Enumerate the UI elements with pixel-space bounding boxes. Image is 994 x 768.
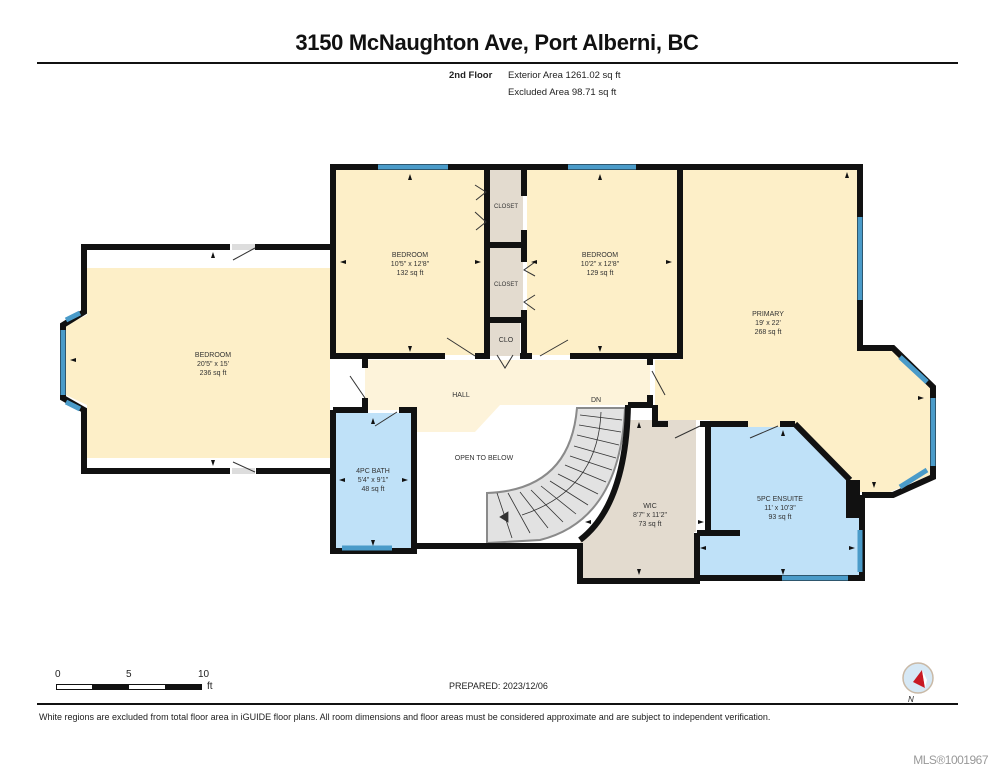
floor-name: 2nd Floor — [449, 70, 493, 81]
disclaimer-text: White regions are excluded from total fl… — [39, 712, 771, 722]
svg-text:73 sq ft: 73 sq ft — [639, 521, 662, 528]
hall-fill — [365, 360, 650, 432]
room-area: 48 sq ft — [362, 486, 385, 493]
svg-text:48 sq ft: 48 sq ft — [362, 486, 385, 493]
room-labels: BEDROOM 20'5" x 15' 236 sq ft BEDROOM 10… — [195, 204, 803, 528]
bedroom-2-fill — [335, 170, 485, 355]
primary-fill — [655, 170, 930, 492]
header-divider — [37, 62, 958, 64]
svg-text:BEDROOM: BEDROOM — [392, 252, 428, 259]
svg-text:8'7" x 11'2": 8'7" x 11'2" — [633, 512, 667, 519]
svg-text:132 sq ft: 132 sq ft — [397, 270, 424, 277]
closet-1-fill — [488, 170, 523, 242]
room-area: 132 sq ft — [397, 270, 424, 277]
svg-text:268 sq ft: 268 sq ft — [755, 329, 782, 336]
scale-bar-graphic — [56, 684, 202, 690]
ensuite-wall-block — [846, 480, 860, 518]
prepared-date: PREPARED: 2023/12/06 — [449, 681, 548, 691]
svg-text:4PC BATH: 4PC BATH — [356, 468, 390, 475]
compass-north-label: N — [908, 695, 914, 704]
clo-label: CLO — [499, 337, 514, 344]
svg-text:BEDROOM: BEDROOM — [582, 252, 618, 259]
open-to-below-label: OPEN TO BELOW — [455, 455, 514, 462]
room-dims: 19' x 22' — [755, 320, 781, 327]
stair-fill — [486, 407, 627, 545]
room-name: 5PC ENSUITE — [757, 496, 803, 503]
dimension-arrows — [70, 172, 924, 575]
room-area: 236 sq ft — [200, 370, 227, 377]
scale-tick-5: 5 — [126, 669, 132, 680]
svg-text:236 sq ft: 236 sq ft — [200, 370, 227, 377]
room-dims: 10'5" x 12'8" — [391, 261, 430, 268]
hall-label: HALL — [452, 392, 470, 399]
room-area: 93 sq ft — [769, 514, 792, 521]
svg-text:19' x 22': 19' x 22' — [755, 320, 781, 327]
closet-label: CLOSET — [494, 204, 518, 210]
bath-4pc-fill — [335, 413, 411, 548]
svg-text:93 sq ft: 93 sq ft — [769, 514, 792, 521]
room-dims: 11' x 10'3" — [764, 505, 796, 512]
compass-icon: N — [902, 662, 934, 704]
stair-treads — [496, 411, 623, 539]
footer-divider — [37, 703, 958, 705]
svg-text:10'5" x 12'8": 10'5" x 12'8" — [391, 261, 430, 268]
closet-label: CLOSET — [494, 282, 518, 288]
windows — [60, 164, 936, 581]
room-fills — [66, 170, 930, 578]
room-dims: 10'2" x 12'8" — [581, 261, 620, 268]
room-dims: 20'5" x 15' — [197, 361, 229, 368]
room-area: 73 sq ft — [639, 521, 662, 528]
bedroom-left-margin-bottom — [87, 458, 330, 468]
ensuite-fill — [697, 427, 860, 578]
mls-watermark: MLS®1001967 — [913, 753, 988, 767]
scale-tick-10: 10 — [198, 669, 210, 680]
excluded-area: Excluded Area 98.71 sq ft — [508, 87, 617, 98]
wic-fill — [580, 420, 696, 578]
svg-text:5'4" x 9'1": 5'4" x 9'1" — [358, 477, 389, 484]
room-area: 129 sq ft — [587, 270, 614, 277]
svg-text:11' x 10'3": 11' x 10'3" — [764, 505, 796, 512]
room-name: BEDROOM — [195, 352, 231, 359]
exterior-area: Exterior Area 1261.02 sq ft — [508, 70, 621, 81]
svg-text:20'5" x 15': 20'5" x 15' — [197, 361, 229, 368]
room-name: BEDROOM — [392, 252, 428, 259]
bedroom-left-margin-top — [87, 250, 330, 268]
svg-text:10'2" x 12'8": 10'2" x 12'8" — [581, 261, 620, 268]
room-name: WIC — [643, 503, 657, 510]
svg-text:PRIMARY: PRIMARY — [752, 311, 784, 318]
room-name: PRIMARY — [752, 311, 784, 318]
scale-unit: ft — [207, 681, 213, 692]
bedroom-3-fill — [527, 170, 677, 355]
room-name: BEDROOM — [582, 252, 618, 259]
closet-2-fill — [488, 248, 523, 318]
room-name: 4PC BATH — [356, 468, 390, 475]
scale-tick-0: 0 — [55, 669, 61, 680]
property-address-title: 3150 McNaughton Ave, Port Alberni, BC — [295, 30, 699, 55]
svg-text:BEDROOM: BEDROOM — [195, 352, 231, 359]
bedroom-left-fill — [66, 268, 330, 458]
svg-text:5PC ENSUITE: 5PC ENSUITE — [757, 496, 803, 503]
room-dims: 8'7" x 11'2" — [633, 512, 667, 519]
room-dims: 5'4" x 9'1" — [358, 477, 389, 484]
svg-text:WIC: WIC — [643, 503, 657, 510]
doors — [232, 184, 779, 474]
svg-text:129 sq ft: 129 sq ft — [587, 270, 614, 277]
room-area: 268 sq ft — [755, 329, 782, 336]
stairs-down-label: DN — [591, 397, 601, 404]
clo-fill — [490, 323, 520, 356]
